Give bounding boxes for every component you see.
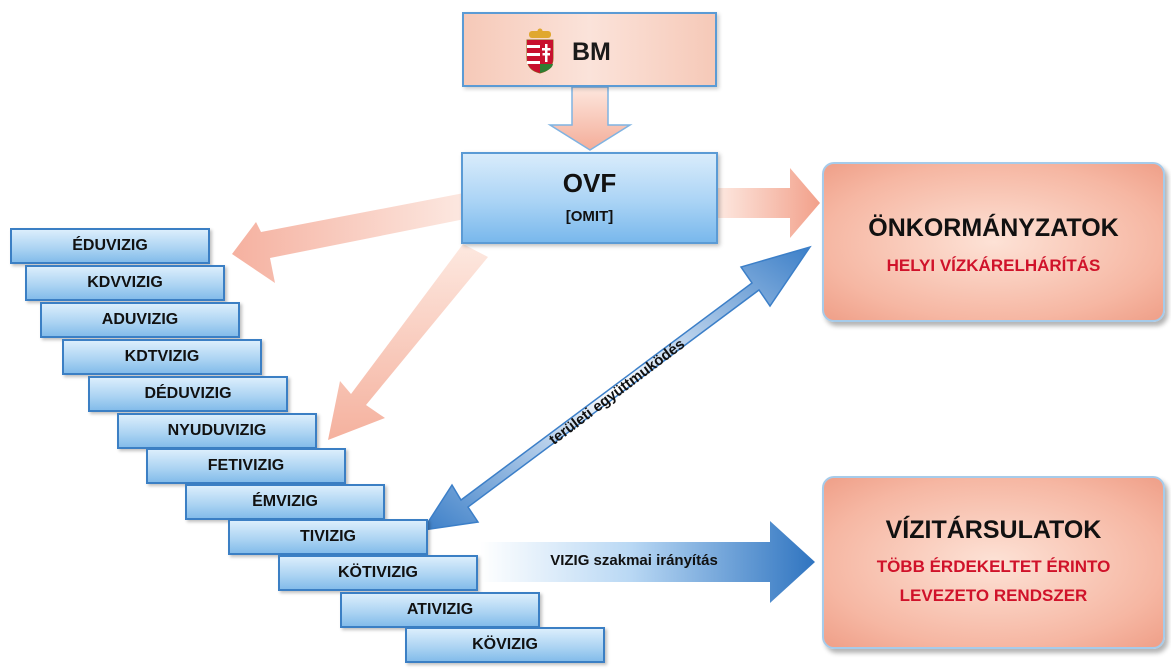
onkormanyzatok-subtitle: HELYI VÍZKÁRELHÁRÍTÁS	[886, 256, 1101, 275]
vizitarsulatok-line1: TÖBB ÉRDEKELTET ÉRINTO	[876, 557, 1111, 576]
vizig-box: ÉMVIZIG	[185, 484, 385, 520]
vizig-box: ADUVIZIG	[40, 302, 240, 338]
arrow-vizig-to-vizitarsulatok	[480, 521, 815, 603]
vizig-box: FETIVIZIG	[146, 448, 346, 484]
bm-label: BM	[572, 38, 611, 66]
vizig-box: TIVIZIG	[228, 519, 428, 555]
vizig-box: KDTVIZIG	[62, 339, 262, 375]
ovf-sublabel: [OMIT]	[565, 208, 614, 225]
vizitarsulatok-line2: LEVEZETO RENDSZER	[899, 586, 1088, 605]
vizitarsulatok-box: VÍZITÁRSULATOK TÖBB ÉRDEKELTET ÉRINTO LE…	[822, 476, 1165, 649]
arrow-bm-to-ovf	[547, 86, 633, 151]
arrow-ovf-to-vizig-middle	[328, 244, 488, 440]
direction-label: VIZIG szakmai irányítás	[550, 552, 718, 569]
bm-box: BM	[462, 12, 717, 87]
vizig-box: KÖVIZIG	[405, 627, 605, 663]
vizig-box: ÉDUVIZIG	[10, 228, 210, 264]
arrow-ovf-to-onkormanyzatok	[718, 168, 820, 238]
vizig-box: KDVVIZIG	[25, 265, 225, 301]
vizitarsulatok-title: VÍZITÁRSULATOK	[885, 516, 1102, 544]
ovf-label: OVF	[562, 168, 617, 198]
vizig-box: ATIVIZIG	[340, 592, 540, 628]
onkormanyzatok-title: ÖNKORMÁNYZATOK	[868, 214, 1119, 242]
vizig-box: NYUDUVIZIG	[117, 413, 317, 449]
vizig-box: KÖTIVIZIG	[278, 555, 478, 591]
vizig-box: DÉDUVIZIG	[88, 376, 288, 412]
arrow-ovf-to-vizig-top	[232, 193, 470, 283]
onkormanyzatok-box: ÖNKORMÁNYZATOK HELYI VÍZKÁRELHÁRÍTÁS	[822, 162, 1165, 322]
ovf-box: OVF [OMIT]	[461, 152, 718, 244]
hungarian-coat-of-arms-icon	[526, 28, 554, 74]
